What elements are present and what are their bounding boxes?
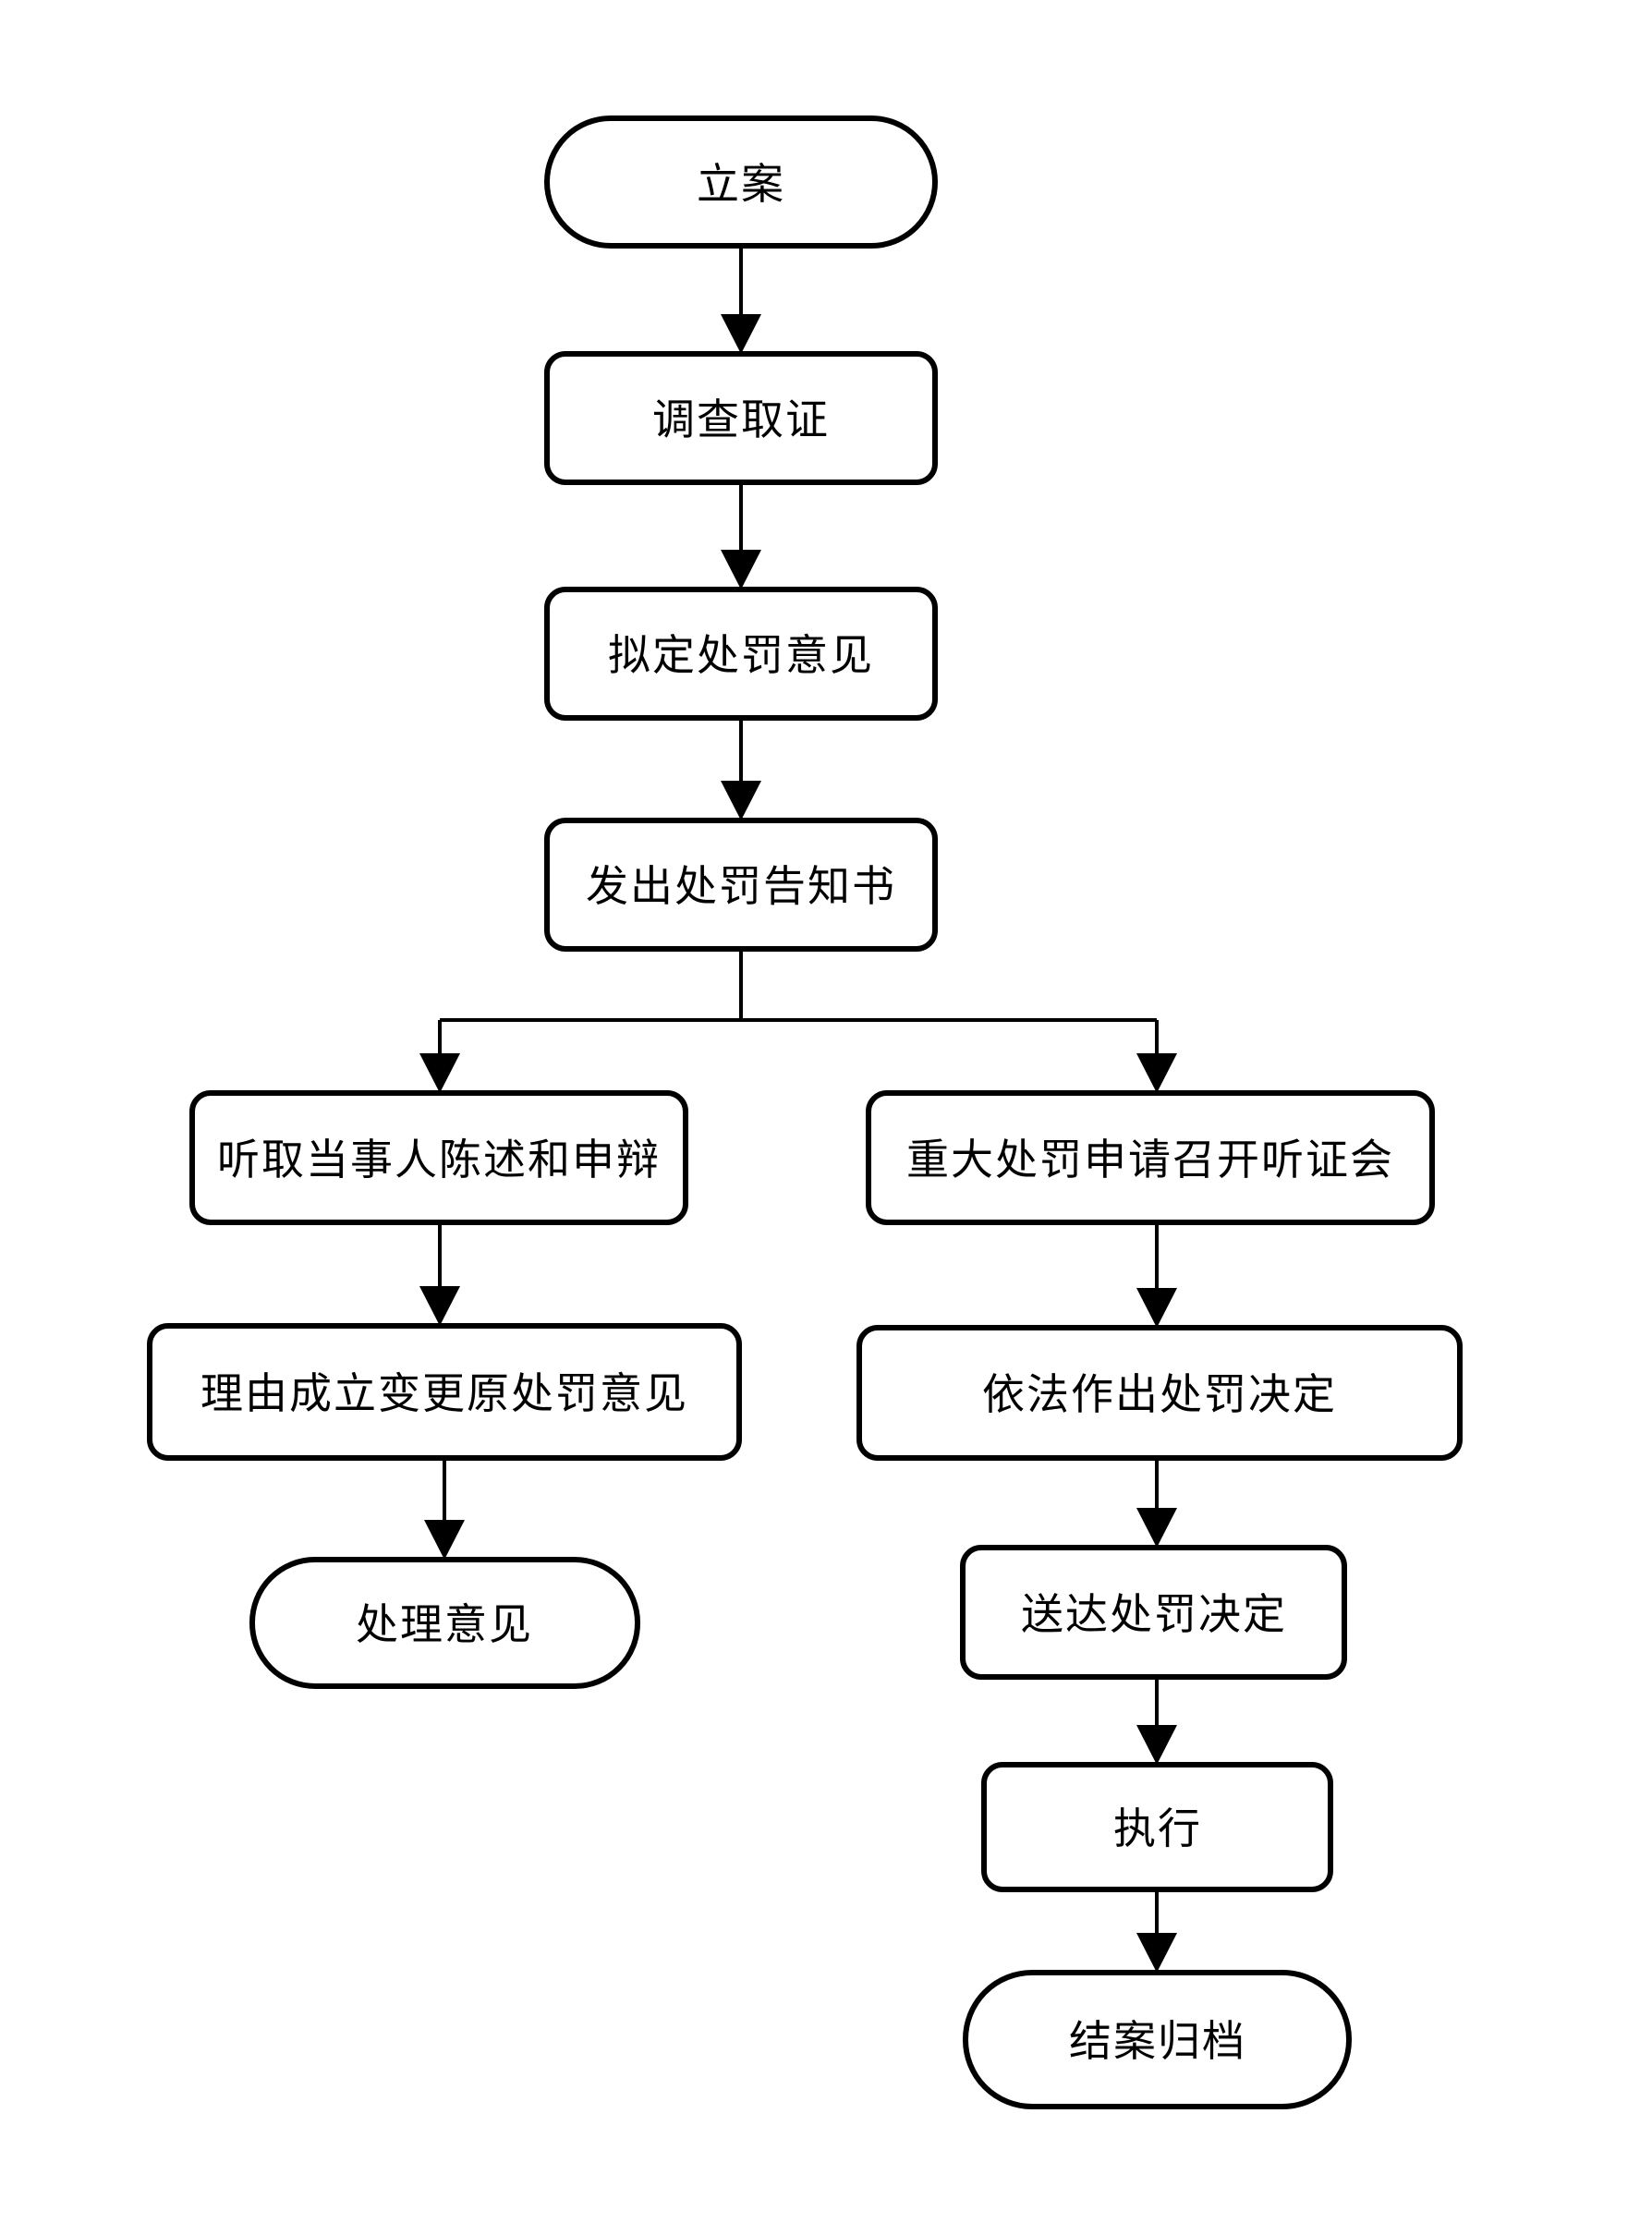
node-major-penalty-hearing-request[interactable]: 重大处罚申请召开听证会 xyxy=(866,1090,1435,1225)
node-change-original-opinion[interactable]: 理由成立变更原处罚意见 xyxy=(147,1323,742,1461)
edge-serve-decision-to-execute xyxy=(1136,1677,1177,1765)
node-draft-penalty-opinion-shape xyxy=(544,587,938,721)
edge-investigation-to-draft-opinion xyxy=(721,482,761,589)
node-issue-penalty-notice-shape xyxy=(544,818,938,952)
node-issue-penalty-notice[interactable]: 发出处罚告知书 xyxy=(544,818,938,952)
node-change-original-opinion-shape xyxy=(147,1323,742,1461)
edge-case-filing-to-investigation xyxy=(721,246,761,354)
node-investigation-label: 调查取证 xyxy=(652,395,830,444)
node-issue-penalty-notice-label: 发出处罚告知书 xyxy=(586,861,896,911)
node-case-filing-shape xyxy=(544,115,938,249)
node-major-penalty-hearing-request-shape xyxy=(866,1090,1435,1225)
edge-hear-statement-to-change-opinion xyxy=(419,1222,460,1326)
node-serve-penalty-decision-shape xyxy=(960,1545,1347,1680)
node-execute-label: 执行 xyxy=(1113,1804,1202,1853)
node-major-penalty-hearing-request-label: 重大处罚申请召开听证会 xyxy=(906,1135,1394,1184)
node-investigation[interactable]: 调查取证 xyxy=(544,351,938,485)
node-change-original-opinion-label: 理由成立变更原处罚意见 xyxy=(200,1368,688,1418)
node-hear-party-statement-shape xyxy=(189,1090,688,1225)
node-make-penalty-decision[interactable]: 依法作出处罚决定 xyxy=(856,1325,1463,1461)
edge-execute-to-close-archive xyxy=(1136,1889,1177,1973)
node-handling-opinion-shape xyxy=(249,1557,640,1689)
node-case-filing-label: 立案 xyxy=(697,159,785,209)
node-execute-shape xyxy=(981,1762,1333,1892)
node-handling-opinion[interactable]: 处理意见 xyxy=(249,1557,640,1689)
node-investigation-shape xyxy=(544,351,938,485)
node-handling-opinion-label: 处理意见 xyxy=(356,1599,533,1649)
node-serve-penalty-decision[interactable]: 送达处罚决定 xyxy=(960,1545,1347,1680)
node-serve-penalty-decision-label: 送达处罚决定 xyxy=(1021,1589,1287,1639)
edge-group xyxy=(419,246,1177,1973)
node-draft-penalty-opinion[interactable]: 拟定处罚意见 xyxy=(544,587,938,721)
edge-change-opinion-to-handling-opinion xyxy=(424,1458,465,1560)
edge-hearing-request-to-penalty-decision xyxy=(1136,1222,1177,1328)
node-execute[interactable]: 执行 xyxy=(981,1762,1333,1892)
node-make-penalty-decision-shape xyxy=(856,1325,1463,1461)
node-close-case-archive[interactable]: 结案归档 xyxy=(963,1970,1352,2109)
edge-issue-notice-branch-split xyxy=(419,949,1177,1093)
edge-draft-opinion-to-issue-notice xyxy=(721,718,761,820)
node-make-penalty-decision-label: 依法作出处罚决定 xyxy=(982,1369,1337,1419)
node-case-filing[interactable]: 立案 xyxy=(544,115,938,249)
node-hear-party-statement[interactable]: 听取当事人陈述和申辩 xyxy=(189,1090,688,1225)
node-hear-party-statement-label: 听取当事人陈述和申辩 xyxy=(217,1135,661,1184)
node-close-case-archive-shape xyxy=(963,1970,1352,2109)
edge-penalty-decision-to-serve-decision xyxy=(1136,1458,1177,1548)
node-close-case-archive-label: 结案归档 xyxy=(1069,2016,1246,2066)
node-draft-penalty-opinion-label: 拟定处罚意见 xyxy=(608,630,874,680)
